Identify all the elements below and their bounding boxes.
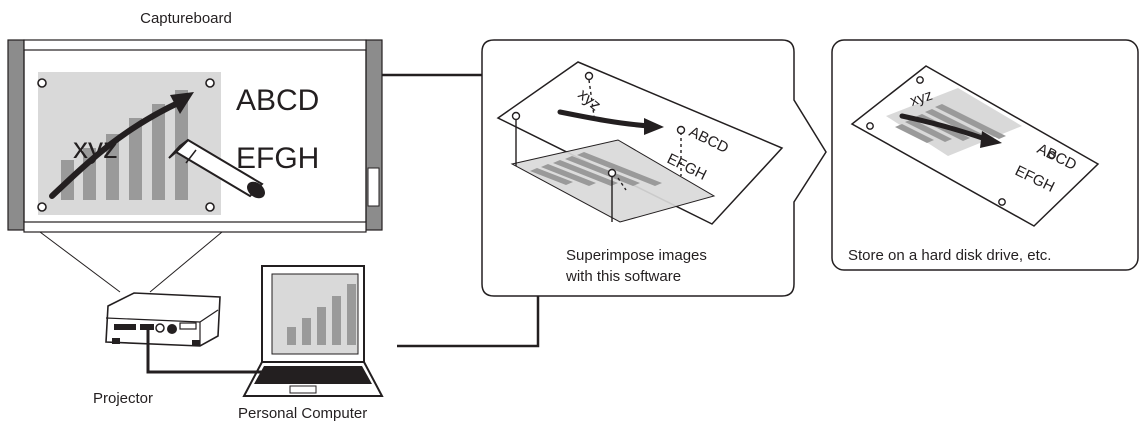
alignment-markers xyxy=(511,71,686,222)
board-left-frame xyxy=(7,39,25,231)
store-label: Store on a hard disk drive, etc. xyxy=(848,247,1051,264)
superimposed-arrowhead xyxy=(644,118,664,135)
bar xyxy=(287,327,296,345)
store-panel: xyz ABCD EFGH Store on a hard disk drive… xyxy=(831,39,1139,271)
bar xyxy=(106,134,119,200)
superimpose-label-line1: Superimpose images xyxy=(566,247,707,264)
marker-pen-icon xyxy=(168,138,265,199)
pc-image-bars xyxy=(530,152,662,186)
captureboard: Captureboard x xyxy=(7,10,383,233)
bar xyxy=(152,104,165,200)
bar xyxy=(302,318,311,345)
laptop-bar-chart xyxy=(287,284,356,345)
stored-xyz-text: xyz xyxy=(908,87,935,110)
sensor-markers xyxy=(37,78,215,212)
projector-icon xyxy=(105,292,221,347)
board-xyz-text: xyz xyxy=(73,132,118,165)
projection-line-right xyxy=(149,231,223,293)
captureboard-label: Captureboard xyxy=(140,10,232,27)
board-top-rail xyxy=(23,39,367,51)
personal-computer-label: Personal Computer xyxy=(238,405,367,422)
video-cable xyxy=(146,326,262,374)
handwriting-arrowhead xyxy=(170,92,194,114)
stored-curve xyxy=(899,113,991,143)
superimpose-label-line2: with this software xyxy=(565,268,681,285)
projection-line-left xyxy=(39,231,121,293)
superimposed-curve xyxy=(557,109,653,129)
board-image-sheet xyxy=(496,61,784,225)
bar xyxy=(347,284,356,345)
pc-image-sheet xyxy=(510,139,716,223)
stored-arrowhead xyxy=(980,131,1002,148)
bar xyxy=(332,296,341,345)
stored-markers xyxy=(866,76,1056,206)
bar xyxy=(317,307,326,345)
bar xyxy=(129,118,142,200)
projector-label: Projector xyxy=(93,390,153,407)
superimpose-panel: xyz ABCD EFGH Superimpose images with th… xyxy=(481,39,827,297)
handwriting-curve xyxy=(49,99,183,199)
board-text-line2: EFGH xyxy=(236,142,319,175)
laptop-icon xyxy=(242,265,384,397)
board-text-line1: ABCD xyxy=(236,84,319,117)
board-bottom-rail xyxy=(23,221,367,233)
board-control-panel xyxy=(367,167,380,207)
